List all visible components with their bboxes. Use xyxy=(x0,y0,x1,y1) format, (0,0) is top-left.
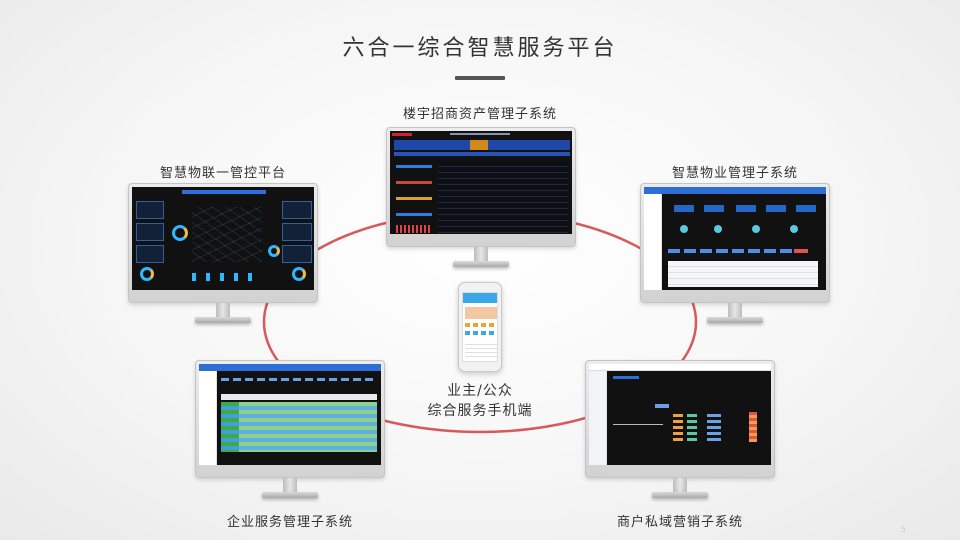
monitor-iot-platform[interactable] xyxy=(128,183,318,323)
label-enterprise-system: 企业服务管理子系统 xyxy=(226,515,353,530)
screen-enterprise-admin xyxy=(199,364,381,465)
mobile-label-line1: 业主/公众 xyxy=(447,383,513,399)
mobile-screen xyxy=(462,292,498,362)
title-underline xyxy=(455,76,505,80)
mobile-label-line2: 综合服务手机端 xyxy=(427,403,533,419)
label-building-system: 楼宇招商资产管理子系统 xyxy=(402,107,557,122)
monitor-merchant-system[interactable] xyxy=(585,360,775,500)
screen-merchant-admin xyxy=(589,364,771,465)
page-title: 六合一综合智慧服务平台 xyxy=(342,36,618,61)
monitor-building-system[interactable] xyxy=(386,127,576,267)
monitor-property-system[interactable] xyxy=(640,183,830,323)
label-iot-platform: 智慧物联一管控平台 xyxy=(159,166,286,181)
label-property-system: 智慧物业管理子系统 xyxy=(671,166,798,181)
screen-building-dashboard xyxy=(390,131,572,234)
mobile-phone[interactable] xyxy=(458,282,502,372)
screen-iot-dashboard xyxy=(132,187,314,290)
label-merchant-system: 商户私域营销子系统 xyxy=(616,515,743,530)
screen-property-admin xyxy=(644,187,826,290)
monitor-enterprise-system[interactable] xyxy=(195,360,385,500)
page-number: 5 xyxy=(900,525,906,534)
